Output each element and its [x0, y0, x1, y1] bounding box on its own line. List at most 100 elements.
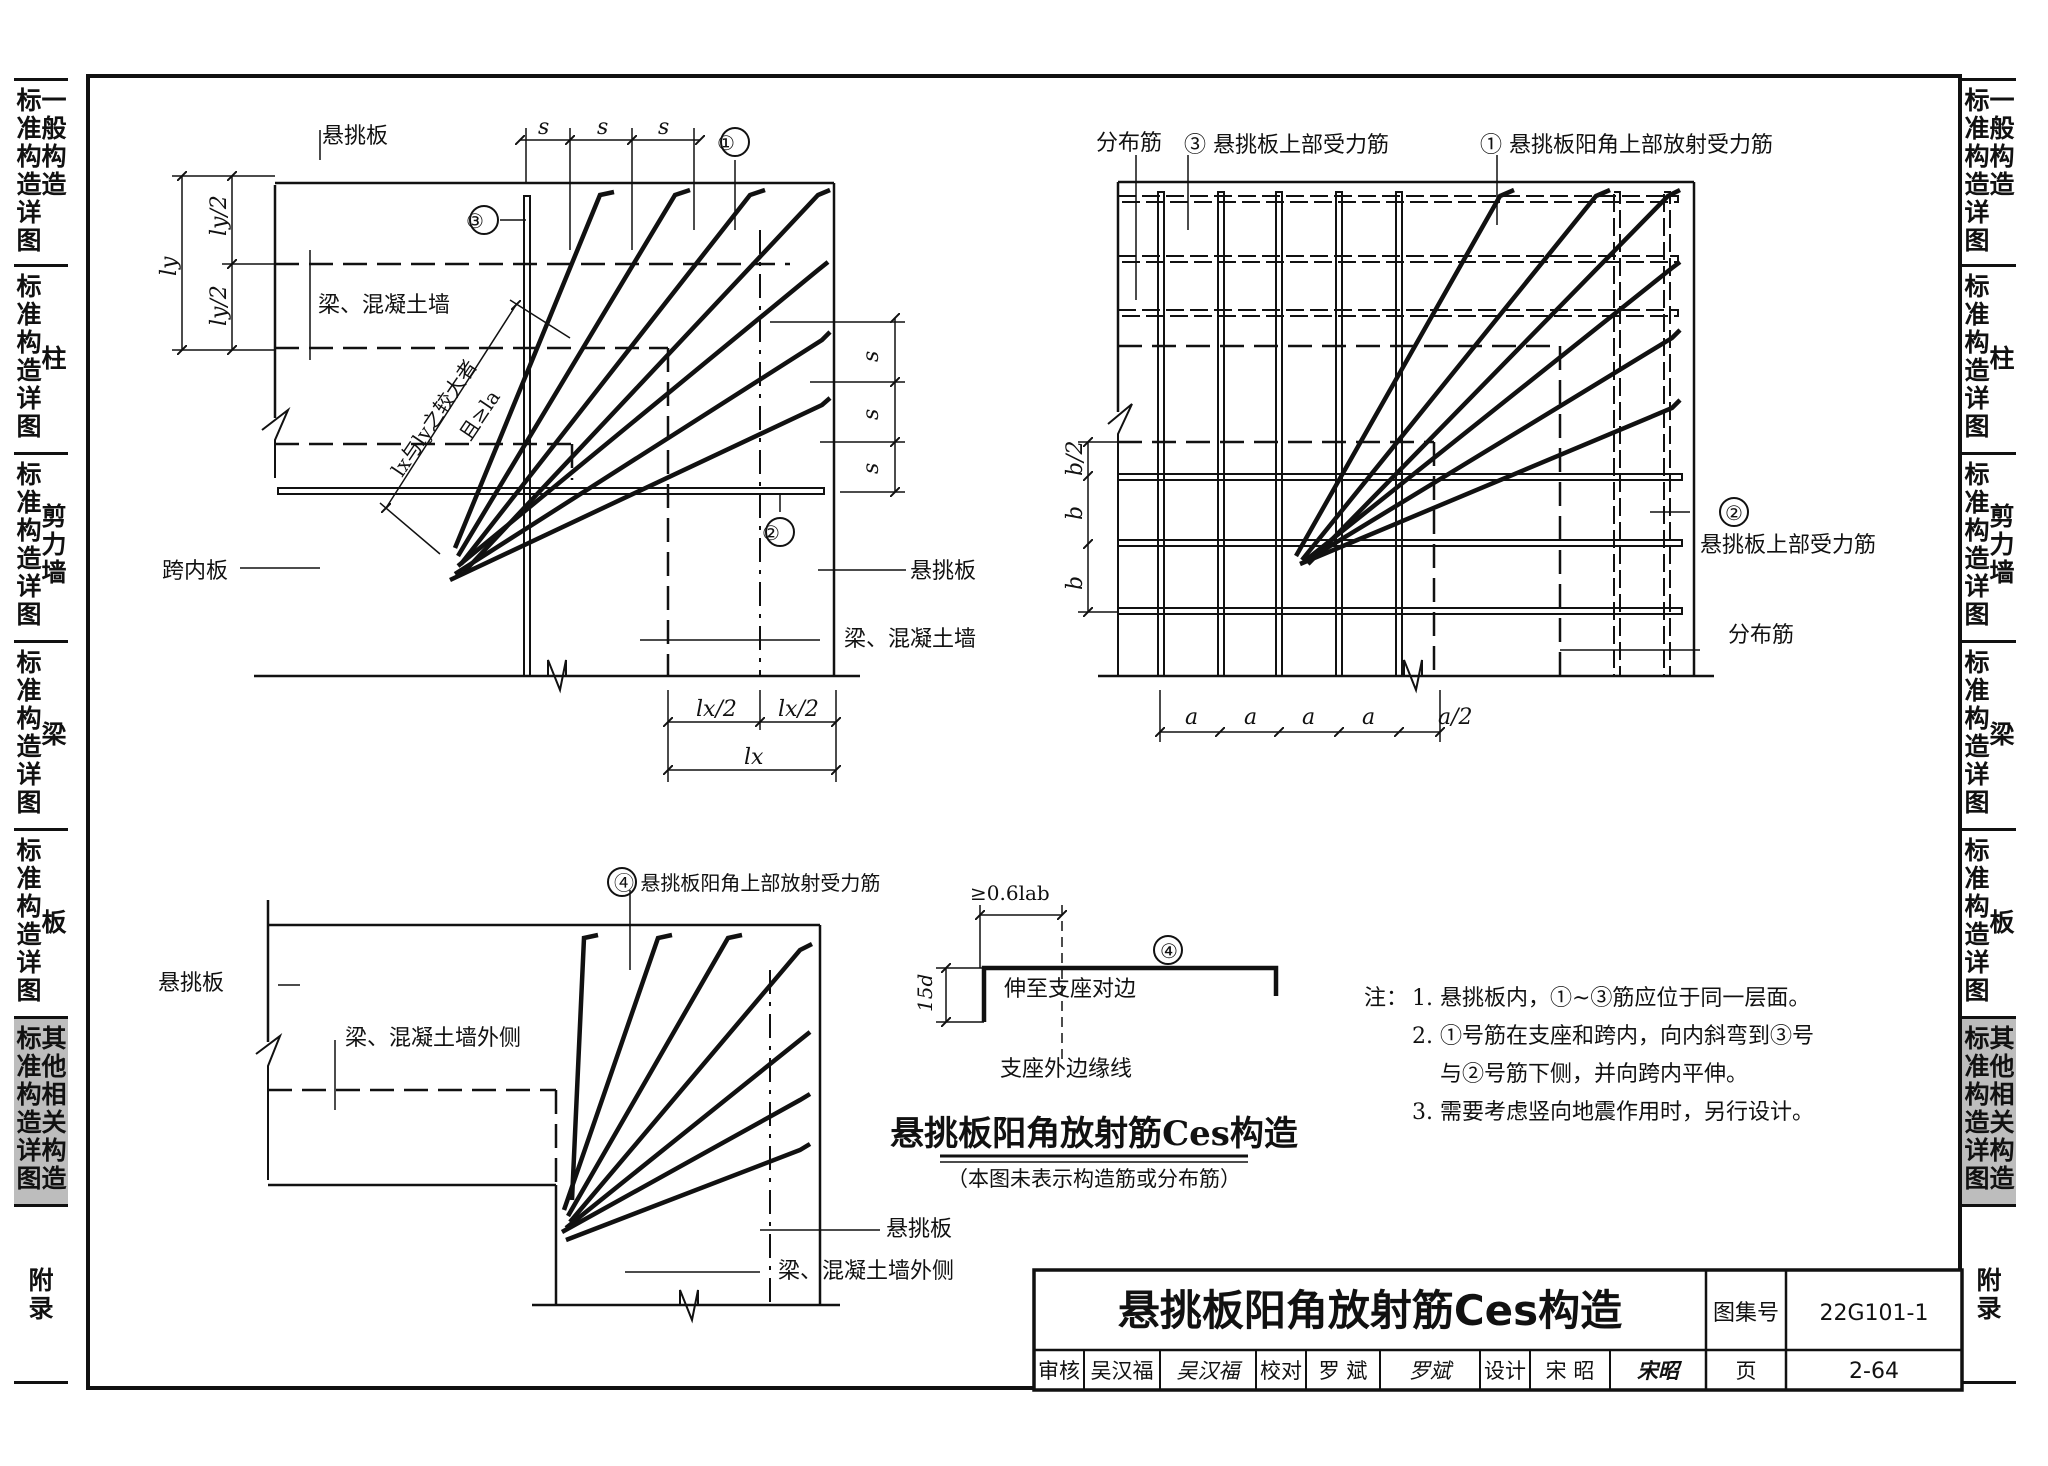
callout-circle [765, 517, 795, 547]
title-block: 悬挑板阳角放射筋Ces构造 图集号 22G101-1 审核 吴汉福 吴汉福 校对… [1032, 1268, 1964, 1392]
note-line: 与②号筋下侧，并向跨内平伸。 [1440, 1062, 1748, 1087]
tab-column[interactable]: 标准构造详图 柱 [14, 264, 68, 452]
tab-beam[interactable]: 标准构造详图 梁 [14, 640, 68, 828]
break-line [261, 406, 291, 478]
hook-length: 15d [913, 974, 937, 1012]
distribution-bars-right [1613, 191, 1671, 677]
label-beam-wall-outer: 梁、混凝土墙外侧 [345, 1026, 521, 1051]
dim-anchorage-ext [509, 299, 571, 339]
label-beam-wall-bottom: 梁、混凝土墙 [844, 627, 976, 652]
dim-text: s [859, 409, 884, 420]
label-inner-slab: 跨内板 [162, 559, 228, 584]
distribution-bars-top [1117, 195, 1679, 317]
tab-shear-wall[interactable]: 标准构造详图 剪力墙 [1962, 452, 2016, 640]
dim-text: lx/2 [696, 697, 737, 722]
callout-circle [1153, 935, 1183, 965]
dim-text: b/2 [1063, 441, 1088, 477]
dim-text: a [1362, 705, 1375, 730]
rebar-2-group [1117, 473, 1683, 615]
note-line: 3. 需要考虑竖向地震作用时，另行设计。 [1412, 1100, 1814, 1125]
break-line [1107, 403, 1133, 676]
label-beam-wall: 梁、混凝土墙 [318, 293, 450, 318]
note-line: 2. ①号筋在支座和跨内，向内斜弯到③号 [1412, 1024, 1814, 1049]
designer: 宋 昭 [1546, 1359, 1595, 1383]
tab-shear-wall[interactable]: 标准构造详图 剪力墙 [14, 452, 68, 640]
callout-2: ② [1725, 501, 1743, 525]
tab-slab[interactable]: 标准构造详图 板 [1962, 828, 2016, 1016]
dim-text: ly [157, 256, 182, 276]
radial-bars [560, 932, 814, 1243]
tab-general[interactable]: 标准构造详图 一般构造 [14, 78, 68, 264]
anchor-length: ≥0.6lab [970, 881, 1050, 905]
label-distribution-bar-2: 分布筋 [1728, 623, 1794, 648]
dim-text: s [538, 115, 549, 140]
wall-break [547, 659, 567, 694]
callout-circle [1719, 497, 1749, 527]
tab-text: 柱 [41, 344, 67, 373]
radial-bar [459, 187, 766, 566]
dim-text: s [859, 351, 884, 362]
notes: 注： 1. 悬挑板内，①~③筋应位于同一层面。 2. ①号筋在支座和跨内，向内斜… [1364, 986, 1814, 1125]
tab-appendix[interactable]: 附录 [1962, 1204, 2016, 1384]
tab-text: 一般构造 [1989, 86, 2015, 199]
tab-text: 标准构造详图 [1964, 460, 1990, 629]
support-edge-text: 支座外边缘线 [1000, 1057, 1132, 1082]
bar-4-detail [936, 905, 1279, 1062]
tab-text: 标准构造详图 [1964, 648, 1990, 817]
tab-text: 标准构造详图 [16, 836, 42, 1005]
dim-text: ly/2 [207, 195, 232, 236]
figure-title: 悬挑板阳角放射筋Ces构造 [890, 1114, 1298, 1154]
tab-text: 标准构造详图 [1964, 86, 1990, 255]
label-cantilever-slab-right: 悬挑板 [910, 559, 976, 584]
label-distribution-bar: 分布筋 [1096, 131, 1162, 156]
label-rebar-4: ④ 悬挑板阳角上部放射受力筋 [614, 871, 880, 895]
radial-bar [453, 330, 832, 576]
dim-b [1078, 442, 1118, 612]
drawing-frame [86, 74, 1962, 1390]
radial-bar [449, 396, 832, 583]
extend-text: 伸至支座对边 [1004, 977, 1136, 1002]
tab-text: 标准构造详图 [1964, 836, 1990, 1005]
bar-4-detail-labels: ④ ≥0.6lab 15d 伸至支座对边 支座外边缘线 [913, 881, 1178, 1082]
rebar-4-shape [981, 965, 1279, 1022]
tab-text: 其他相关构造 [41, 1024, 67, 1193]
tab-other[interactable]: 标准构造详图 其他相关构造 [1962, 1016, 2016, 1204]
tab-general[interactable]: 标准构造详图 一般构造 [1962, 78, 2016, 264]
tab-text: 梁 [41, 720, 67, 749]
wall-break [1403, 659, 1423, 694]
dim-anchorage [386, 305, 516, 508]
tab-text: 剪力墙 [1989, 502, 2015, 587]
design-label: 设计 [1484, 1359, 1526, 1383]
diagram-2-labels: 分布筋 ③ 悬挑板上部受力筋 ① 悬挑板阳角上部放射受力筋 ② 悬挑板上部受力筋… [1063, 131, 1876, 730]
tab-appendix[interactable]: 附录 [14, 1204, 68, 1384]
dim-text: b [1063, 576, 1088, 590]
tab-column[interactable]: 标准构造详图 柱 [1962, 264, 2016, 452]
tab-beam[interactable]: 标准构造详图 梁 [1962, 640, 2016, 828]
label-rebar-3: ③ 悬挑板上部受力筋 [1184, 133, 1389, 158]
diagram-1 [172, 127, 906, 782]
tab-text: 标准构造详图 [16, 648, 42, 817]
dim-text: a/2 [1438, 705, 1473, 730]
diagram-3 [255, 890, 880, 1324]
dim-text: a [1185, 705, 1198, 730]
dim-text: s [859, 463, 884, 474]
page-label: 页 [1736, 1359, 1757, 1383]
callout-2: ② [762, 521, 780, 545]
tab-text: 柱 [1989, 344, 2015, 373]
dim-text: a [1302, 705, 1315, 730]
dim-text: s [658, 115, 669, 140]
dim-ly [172, 176, 275, 350]
tab-text: 标准构造详图 [1964, 272, 1990, 441]
tab-other[interactable]: 标准构造详图 其他相关构造 [14, 1016, 68, 1204]
tab-slab[interactable]: 标准构造详图 板 [14, 828, 68, 1016]
dim-text: s [597, 115, 608, 140]
tab-text: 一般构造 [41, 86, 67, 199]
check-label: 校对 [1260, 1359, 1302, 1383]
callout-3: ③ [466, 209, 484, 233]
label-rebar-1: ① 悬挑板阳角上部放射受力筋 [1480, 133, 1773, 158]
dim-s-top [520, 128, 700, 250]
dim-text: lx [744, 745, 764, 770]
label-rebar-2: 悬挑板上部受力筋 [1700, 533, 1876, 558]
designer-signature: 宋昭 [1637, 1359, 1683, 1383]
